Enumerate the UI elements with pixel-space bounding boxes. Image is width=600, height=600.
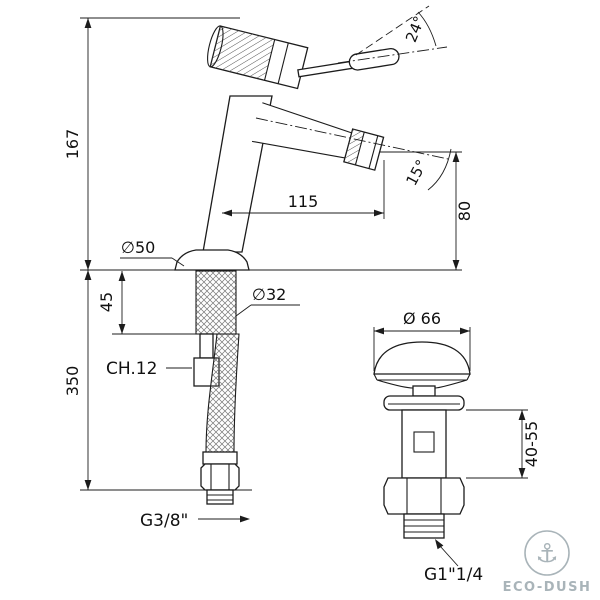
handle-grip (348, 47, 400, 71)
hose-fitting (200, 451, 240, 505)
dim-167-label: 167 (63, 129, 82, 160)
angle-24-label: 24° (402, 13, 429, 44)
drain-flange (383, 395, 465, 411)
dimension-lines (80, 17, 462, 520)
drain-figure (373, 341, 471, 539)
dia-32-label: ∅32 (252, 285, 286, 304)
drain-clamp-range-label: 40-55 (522, 421, 541, 468)
faucet-base (174, 249, 250, 271)
angle-15-label: 15° (402, 157, 430, 189)
drain-dimension-lines (373, 327, 528, 567)
drain-nut (383, 477, 465, 515)
mounting-stud (199, 333, 214, 359)
dim-350-label: 350 (63, 366, 82, 397)
drain-cap (373, 341, 471, 375)
hose-thread-label: G3/8" (140, 511, 188, 531)
dia-50-label: ∅50 (121, 238, 155, 257)
drain-thread-label: G1"1/4 (424, 565, 483, 585)
knurled-ring (210, 25, 275, 81)
drain-cap-diameter-label: Ø 66 (403, 309, 441, 328)
dimension-arrows (84, 18, 460, 523)
supply-hose (200, 333, 240, 505)
dim-45-label: 45 (97, 292, 116, 312)
drain-cap-stem (412, 385, 436, 397)
brand-name: ECO-DUSH (503, 580, 592, 595)
drain-overflow-hole (413, 431, 435, 453)
dim-80-label: 80 (455, 201, 474, 221)
faucet-figure (174, 25, 400, 505)
logo-circle (524, 530, 570, 576)
faucet-handle (297, 47, 400, 78)
anchor-icon: ⚓ (535, 539, 558, 569)
brand-logo: ⚓ ECO-DUSH (503, 530, 592, 595)
drain-dimension-arrows (374, 327, 526, 550)
dim-115-label: 115 (288, 192, 319, 211)
faucet-spout (251, 102, 385, 171)
drain-body (401, 409, 447, 479)
faucet-head (207, 25, 309, 90)
wrench-size-label: CH.12 (106, 359, 157, 379)
